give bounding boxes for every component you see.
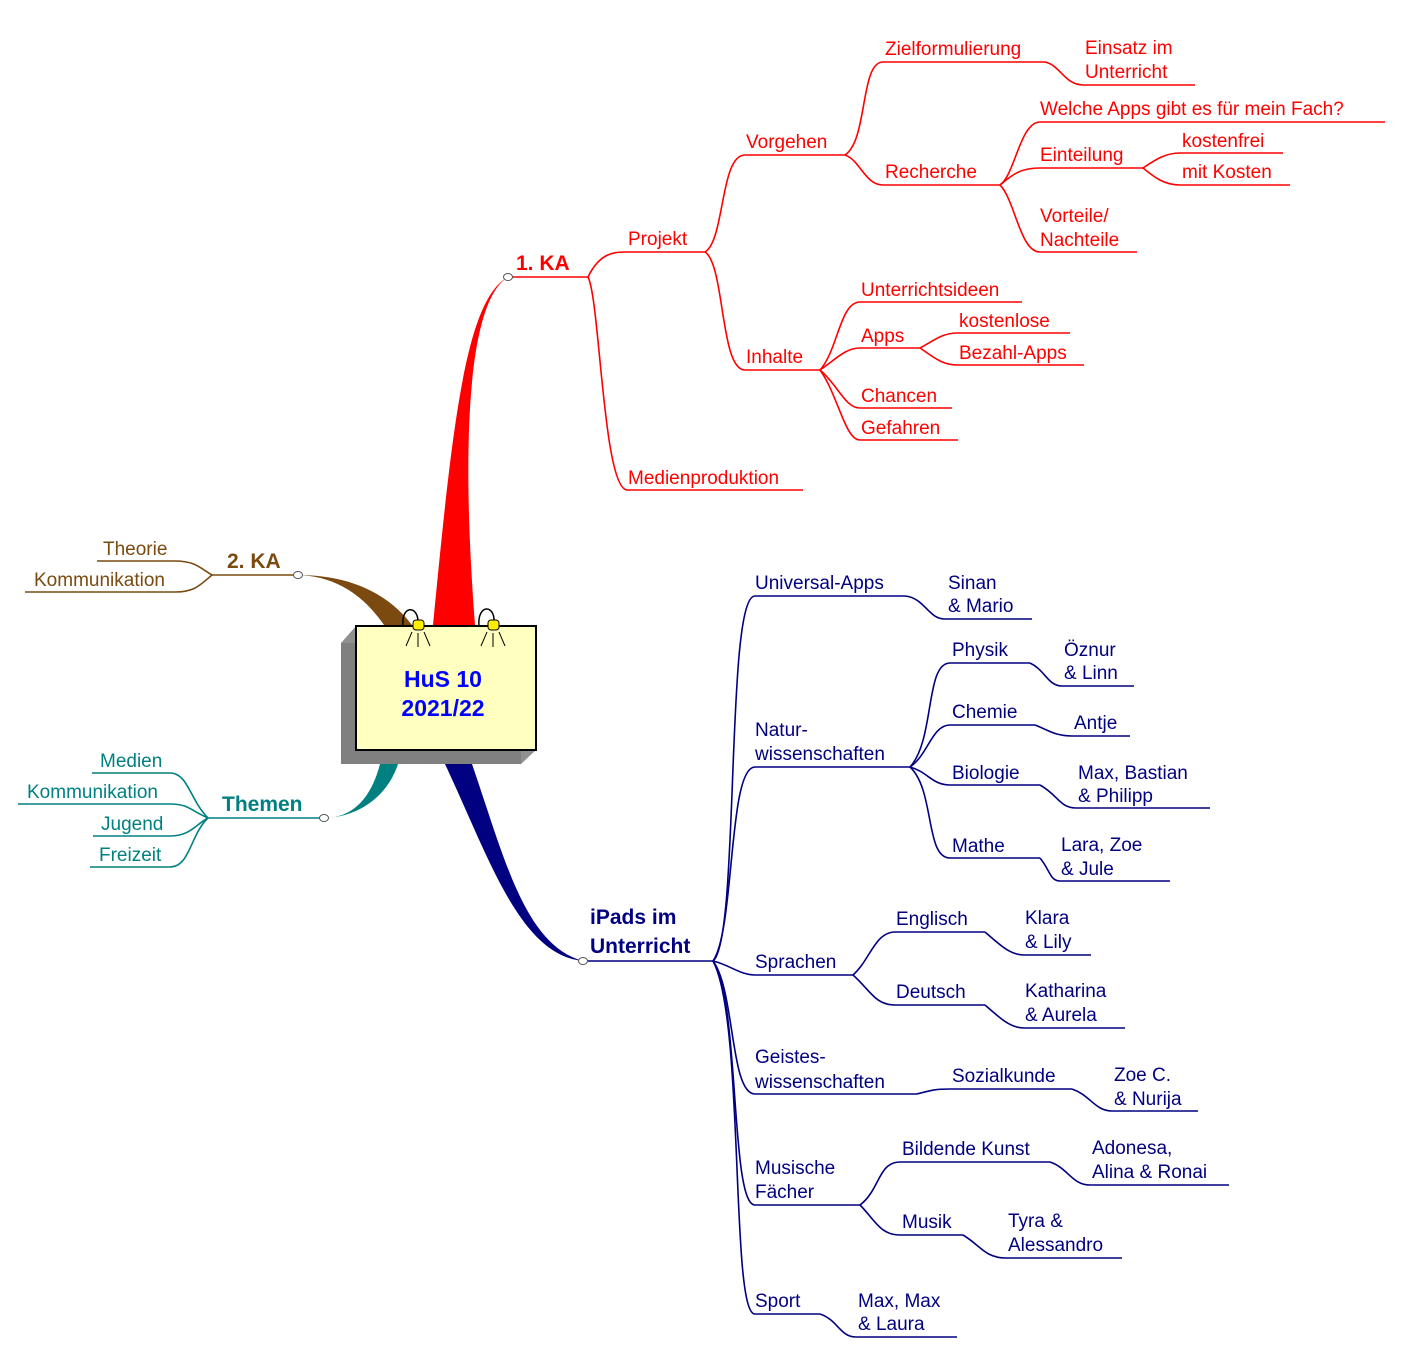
branch-ka1-thick xyxy=(433,277,508,625)
ka1-title[interactable]: 1. KA xyxy=(516,252,570,275)
collapse-node-ka2[interactable] xyxy=(293,571,303,579)
bildende-names-2[interactable]: Alina & Ronai xyxy=(1092,1162,1207,1183)
central-title-line1: HuS 10 xyxy=(404,666,482,692)
branch-ipads xyxy=(583,595,1229,1338)
chancen-label[interactable]: Chancen xyxy=(861,386,937,407)
deutsch-names-2[interactable]: & Aurela xyxy=(1025,1005,1097,1026)
einteilung-label[interactable]: Einteilung xyxy=(1040,145,1123,166)
biologie-names-1[interactable]: Max, Bastian xyxy=(1078,763,1188,784)
einsatz-label-1[interactable]: Einsatz im xyxy=(1085,38,1173,59)
chemie-names-1[interactable]: Antje xyxy=(1074,713,1117,734)
bulb-icon xyxy=(412,619,425,631)
inhalte-label[interactable]: Inhalte xyxy=(746,347,803,368)
vorteile-label-1[interactable]: Vorteile/ xyxy=(1040,206,1109,227)
ipads-title-2[interactable]: Unterricht xyxy=(590,935,690,958)
mathe-names-2[interactable]: & Jule xyxy=(1061,859,1114,880)
kommunikation-ka2-label[interactable]: Kommunikation xyxy=(34,570,165,591)
mit-kosten-label[interactable]: mit Kosten xyxy=(1182,162,1272,183)
branch-ka1 xyxy=(508,61,1385,491)
branch-themen-thick xyxy=(324,764,398,818)
kostenlose-label[interactable]: kostenlose xyxy=(959,311,1050,332)
einsatz-label-2[interactable]: Unterricht xyxy=(1085,62,1168,83)
collapse-node-ka1[interactable] xyxy=(503,273,513,281)
branch-ka2 xyxy=(25,560,298,593)
deutsch-names-1[interactable]: Katharina xyxy=(1025,981,1107,1002)
ka1-labels: 1. KA Projekt Vorgehen Zielformulierung … xyxy=(516,38,1344,489)
apps-frage-label[interactable]: Welche Apps gibt es für mein Fach? xyxy=(1040,99,1344,120)
branch-ipads-thick xyxy=(445,764,583,961)
projekt-label[interactable]: Projekt xyxy=(628,229,688,250)
mathe-label[interactable]: Mathe xyxy=(952,836,1005,857)
medien-label[interactable]: Medien xyxy=(100,751,162,772)
bildende-names-1[interactable]: Adonesa, xyxy=(1092,1138,1172,1159)
natur-label-1[interactable]: Natur- xyxy=(755,720,808,741)
sport-names-1[interactable]: Max, Max xyxy=(858,1291,941,1312)
musische-label-1[interactable]: Musische xyxy=(755,1158,835,1179)
themen-labels: Themen Medien Kommunikation Jugend Freiz… xyxy=(27,751,303,866)
englisch-names-1[interactable]: Klara xyxy=(1025,908,1070,929)
central-topic[interactable]: HuS 10 2021/22 xyxy=(341,608,537,764)
musik-label[interactable]: Musik xyxy=(902,1212,952,1233)
universal-names-2[interactable]: & Mario xyxy=(948,596,1013,617)
sport-names-2[interactable]: & Laura xyxy=(858,1314,925,1335)
musik-names-2[interactable]: Alessandro xyxy=(1008,1235,1103,1256)
ka2-labels: 2. KA Theorie Kommunikation xyxy=(34,539,281,591)
englisch-label[interactable]: Englisch xyxy=(896,909,968,930)
collapse-node-ipads[interactable] xyxy=(578,957,588,965)
geistes-label-2[interactable]: wissenschaften xyxy=(754,1072,885,1093)
recherche-label[interactable]: Recherche xyxy=(885,162,977,183)
ka2-title[interactable]: 2. KA xyxy=(227,550,281,573)
ipads-labels: iPads im Unterricht Universal-Apps Sinan… xyxy=(590,573,1207,1335)
bulb-icon xyxy=(487,619,500,631)
sozialkunde-names-1[interactable]: Zoe C. xyxy=(1114,1065,1171,1086)
ipads-title-1[interactable]: iPads im xyxy=(590,906,676,929)
kommunikation-themen-label[interactable]: Kommunikation xyxy=(27,782,158,803)
geistes-label-1[interactable]: Geistes- xyxy=(755,1047,826,1068)
chemie-label[interactable]: Chemie xyxy=(952,702,1017,723)
vorgehen-label[interactable]: Vorgehen xyxy=(746,132,827,153)
gefahren-label[interactable]: Gefahren xyxy=(861,418,940,439)
jugend-label[interactable]: Jugend xyxy=(101,814,163,835)
sozialkunde-label[interactable]: Sozialkunde xyxy=(952,1066,1056,1087)
zielformulierung-label[interactable]: Zielformulierung xyxy=(885,39,1021,60)
musische-label-2[interactable]: Fächer xyxy=(755,1182,815,1203)
branch-ka2-thick xyxy=(298,575,412,625)
branch-themen xyxy=(18,772,324,868)
apps-label[interactable]: Apps xyxy=(861,326,904,347)
mathe-names-1[interactable]: Lara, Zoe xyxy=(1061,835,1142,856)
englisch-names-2[interactable]: & Lily xyxy=(1025,932,1072,953)
physik-label[interactable]: Physik xyxy=(952,640,1008,661)
sport-label[interactable]: Sport xyxy=(755,1291,801,1312)
universal-apps-label[interactable]: Universal-Apps xyxy=(755,573,884,594)
unterrichtsideen-label[interactable]: Unterrichtsideen xyxy=(861,280,999,301)
sozialkunde-names-2[interactable]: & Nurija xyxy=(1114,1089,1182,1110)
musik-names-1[interactable]: Tyra & xyxy=(1008,1211,1063,1232)
sprachen-label[interactable]: Sprachen xyxy=(755,952,836,973)
bezahl-apps-label[interactable]: Bezahl-Apps xyxy=(959,343,1067,364)
deutsch-label[interactable]: Deutsch xyxy=(896,982,966,1003)
theorie-label[interactable]: Theorie xyxy=(103,539,167,560)
physik-names-2[interactable]: & Linn xyxy=(1064,663,1118,684)
themen-title[interactable]: Themen xyxy=(222,793,303,816)
central-title-line2: 2021/22 xyxy=(401,695,484,721)
kostenfrei-label[interactable]: kostenfrei xyxy=(1182,131,1264,152)
natur-label-2[interactable]: wissenschaften xyxy=(754,744,885,765)
biologie-label[interactable]: Biologie xyxy=(952,763,1020,784)
bildende-kunst-label[interactable]: Bildende Kunst xyxy=(902,1139,1031,1160)
medienproduktion-label[interactable]: Medienproduktion xyxy=(628,468,779,489)
universal-names-1[interactable]: Sinan xyxy=(948,573,997,594)
collapse-node-themen[interactable] xyxy=(319,814,329,822)
biologie-names-2[interactable]: & Philipp xyxy=(1078,786,1153,807)
physik-names-1[interactable]: Öznur xyxy=(1064,640,1116,661)
freizeit-label[interactable]: Freizeit xyxy=(99,845,162,866)
vorteile-label-2[interactable]: Nachteile xyxy=(1040,230,1119,251)
